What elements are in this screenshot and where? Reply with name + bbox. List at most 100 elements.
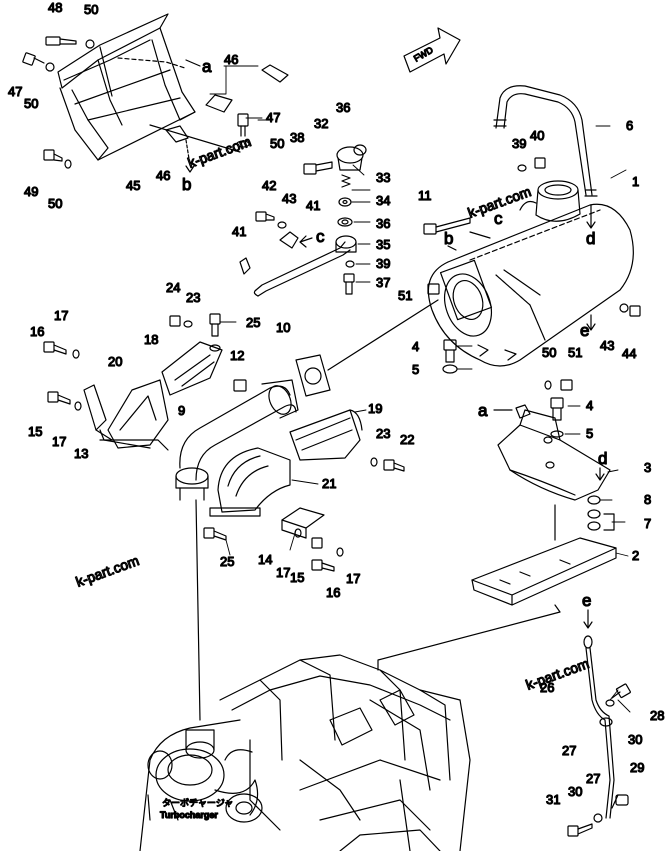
part-number: 41 bbox=[232, 224, 246, 239]
part-number: 6 bbox=[626, 118, 633, 133]
nut-24 bbox=[169, 315, 193, 328]
part-number: 17 bbox=[346, 571, 360, 586]
part-number: 36 bbox=[336, 100, 350, 115]
spring-33 bbox=[341, 174, 351, 188]
part-number: 11 bbox=[418, 188, 432, 203]
bolt-47-center bbox=[236, 113, 250, 148]
fwd-arrow bbox=[403, 27, 461, 73]
shield-18 bbox=[161, 341, 223, 396]
part-number: 51 bbox=[398, 288, 412, 303]
handle-6 bbox=[493, 85, 598, 197]
part-number: 1 bbox=[632, 174, 639, 189]
part-number: 33 bbox=[376, 170, 390, 185]
shield-19 bbox=[289, 409, 363, 461]
nut-51 bbox=[427, 283, 440, 295]
bolt-47 bbox=[22, 52, 55, 72]
part-number: 46 bbox=[156, 168, 170, 183]
part-number: 23 bbox=[376, 426, 390, 441]
part-number: 23 bbox=[186, 290, 200, 305]
bracket-13 bbox=[83, 384, 113, 441]
clamp-35 bbox=[335, 235, 357, 253]
nut-12 bbox=[233, 379, 247, 392]
part-number: 16 bbox=[326, 585, 340, 600]
part-number: 50 bbox=[48, 196, 62, 211]
part-number: 2 bbox=[632, 548, 639, 563]
part-number: 27 bbox=[562, 743, 576, 758]
part-number: 29 bbox=[630, 760, 644, 775]
ref-letter: d bbox=[586, 229, 595, 248]
part-number: 42 bbox=[262, 178, 276, 193]
part-number: 47 bbox=[266, 110, 280, 125]
part-number: 30 bbox=[568, 784, 582, 799]
bolt-16 bbox=[43, 341, 80, 359]
part-number: 38 bbox=[290, 130, 304, 145]
muffler-1 bbox=[427, 180, 634, 367]
bracket-46 bbox=[165, 64, 289, 173]
part-number: 37 bbox=[376, 275, 390, 290]
ref-letter: c bbox=[316, 227, 325, 246]
shield-21 bbox=[209, 447, 291, 517]
part-number: 20 bbox=[108, 354, 122, 369]
part-number: 40 bbox=[530, 128, 544, 143]
engine bbox=[139, 654, 471, 851]
part-number: 18 bbox=[144, 332, 158, 347]
heat-shield-frame bbox=[57, 13, 241, 161]
washer-34 bbox=[338, 197, 352, 207]
part-number: 43 bbox=[600, 338, 614, 353]
leader-line-vertical bbox=[195, 499, 201, 721]
part-number: 15 bbox=[290, 570, 304, 585]
part-number: 17 bbox=[52, 434, 66, 449]
support-2 bbox=[377, 504, 617, 671]
part-number: 28 bbox=[650, 708, 664, 723]
part-number: 39 bbox=[376, 256, 390, 271]
ref-letter: d bbox=[598, 449, 607, 468]
part-number: 25 bbox=[246, 315, 260, 330]
drain-tube-26 bbox=[567, 635, 631, 837]
bolt-37 bbox=[343, 273, 355, 295]
part-number: 7 bbox=[644, 516, 651, 531]
part-number: 48 bbox=[48, 0, 62, 15]
part-number: 9 bbox=[178, 403, 185, 418]
part-number: 10 bbox=[276, 320, 290, 335]
bolt-49 bbox=[43, 149, 72, 169]
bolt-40 bbox=[517, 157, 546, 172]
part-number: 49 bbox=[24, 184, 38, 199]
part-number: 36 bbox=[376, 216, 390, 231]
bolt-48 bbox=[45, 36, 95, 49]
bolt-15 bbox=[47, 391, 82, 411]
ref-letter: a bbox=[478, 401, 488, 420]
label-leaders bbox=[209, 65, 631, 713]
part-number: 14 bbox=[258, 552, 272, 567]
part-number-labels: 48 50 47 50 49 50 45 46 46 47 50 36 32 3… bbox=[7, 0, 665, 808]
turbocharger-label: Turbocharger bbox=[160, 810, 218, 820]
part-number: 26 bbox=[540, 680, 554, 695]
reference-arrows bbox=[185, 59, 605, 629]
bolt-42 bbox=[255, 211, 287, 229]
bracket-14 bbox=[281, 507, 325, 539]
pipe-9 bbox=[175, 379, 299, 501]
part-number: 50 bbox=[84, 2, 98, 17]
ref-letter: a bbox=[202, 57, 212, 76]
bolt-16-lower bbox=[294, 528, 344, 572]
part-number: 30 bbox=[628, 732, 642, 747]
ref-letter: e bbox=[580, 321, 589, 340]
part-number: 13 bbox=[74, 446, 88, 461]
ref-letter: b bbox=[444, 229, 453, 248]
part-number: 22 bbox=[400, 432, 414, 447]
part-number: 25 bbox=[220, 554, 234, 569]
part-number: 32 bbox=[314, 116, 328, 131]
bolt-25 bbox=[203, 313, 227, 541]
part-number: 16 bbox=[30, 324, 44, 339]
reference-letters: a b c b c d e a d e bbox=[181, 56, 608, 610]
part-number: 5 bbox=[586, 426, 593, 441]
watermark: k-part.com bbox=[74, 552, 142, 590]
bolt-22 bbox=[370, 457, 405, 472]
part-number: 51 bbox=[568, 345, 582, 360]
part-number: 43 bbox=[282, 191, 296, 206]
part-number: 27 bbox=[586, 771, 600, 786]
turbocharger-label-jp: ターボチャージャ bbox=[162, 798, 233, 808]
part-number: 4 bbox=[586, 398, 593, 413]
part-number: 46 bbox=[224, 52, 238, 67]
part-number: 41 bbox=[306, 198, 320, 213]
